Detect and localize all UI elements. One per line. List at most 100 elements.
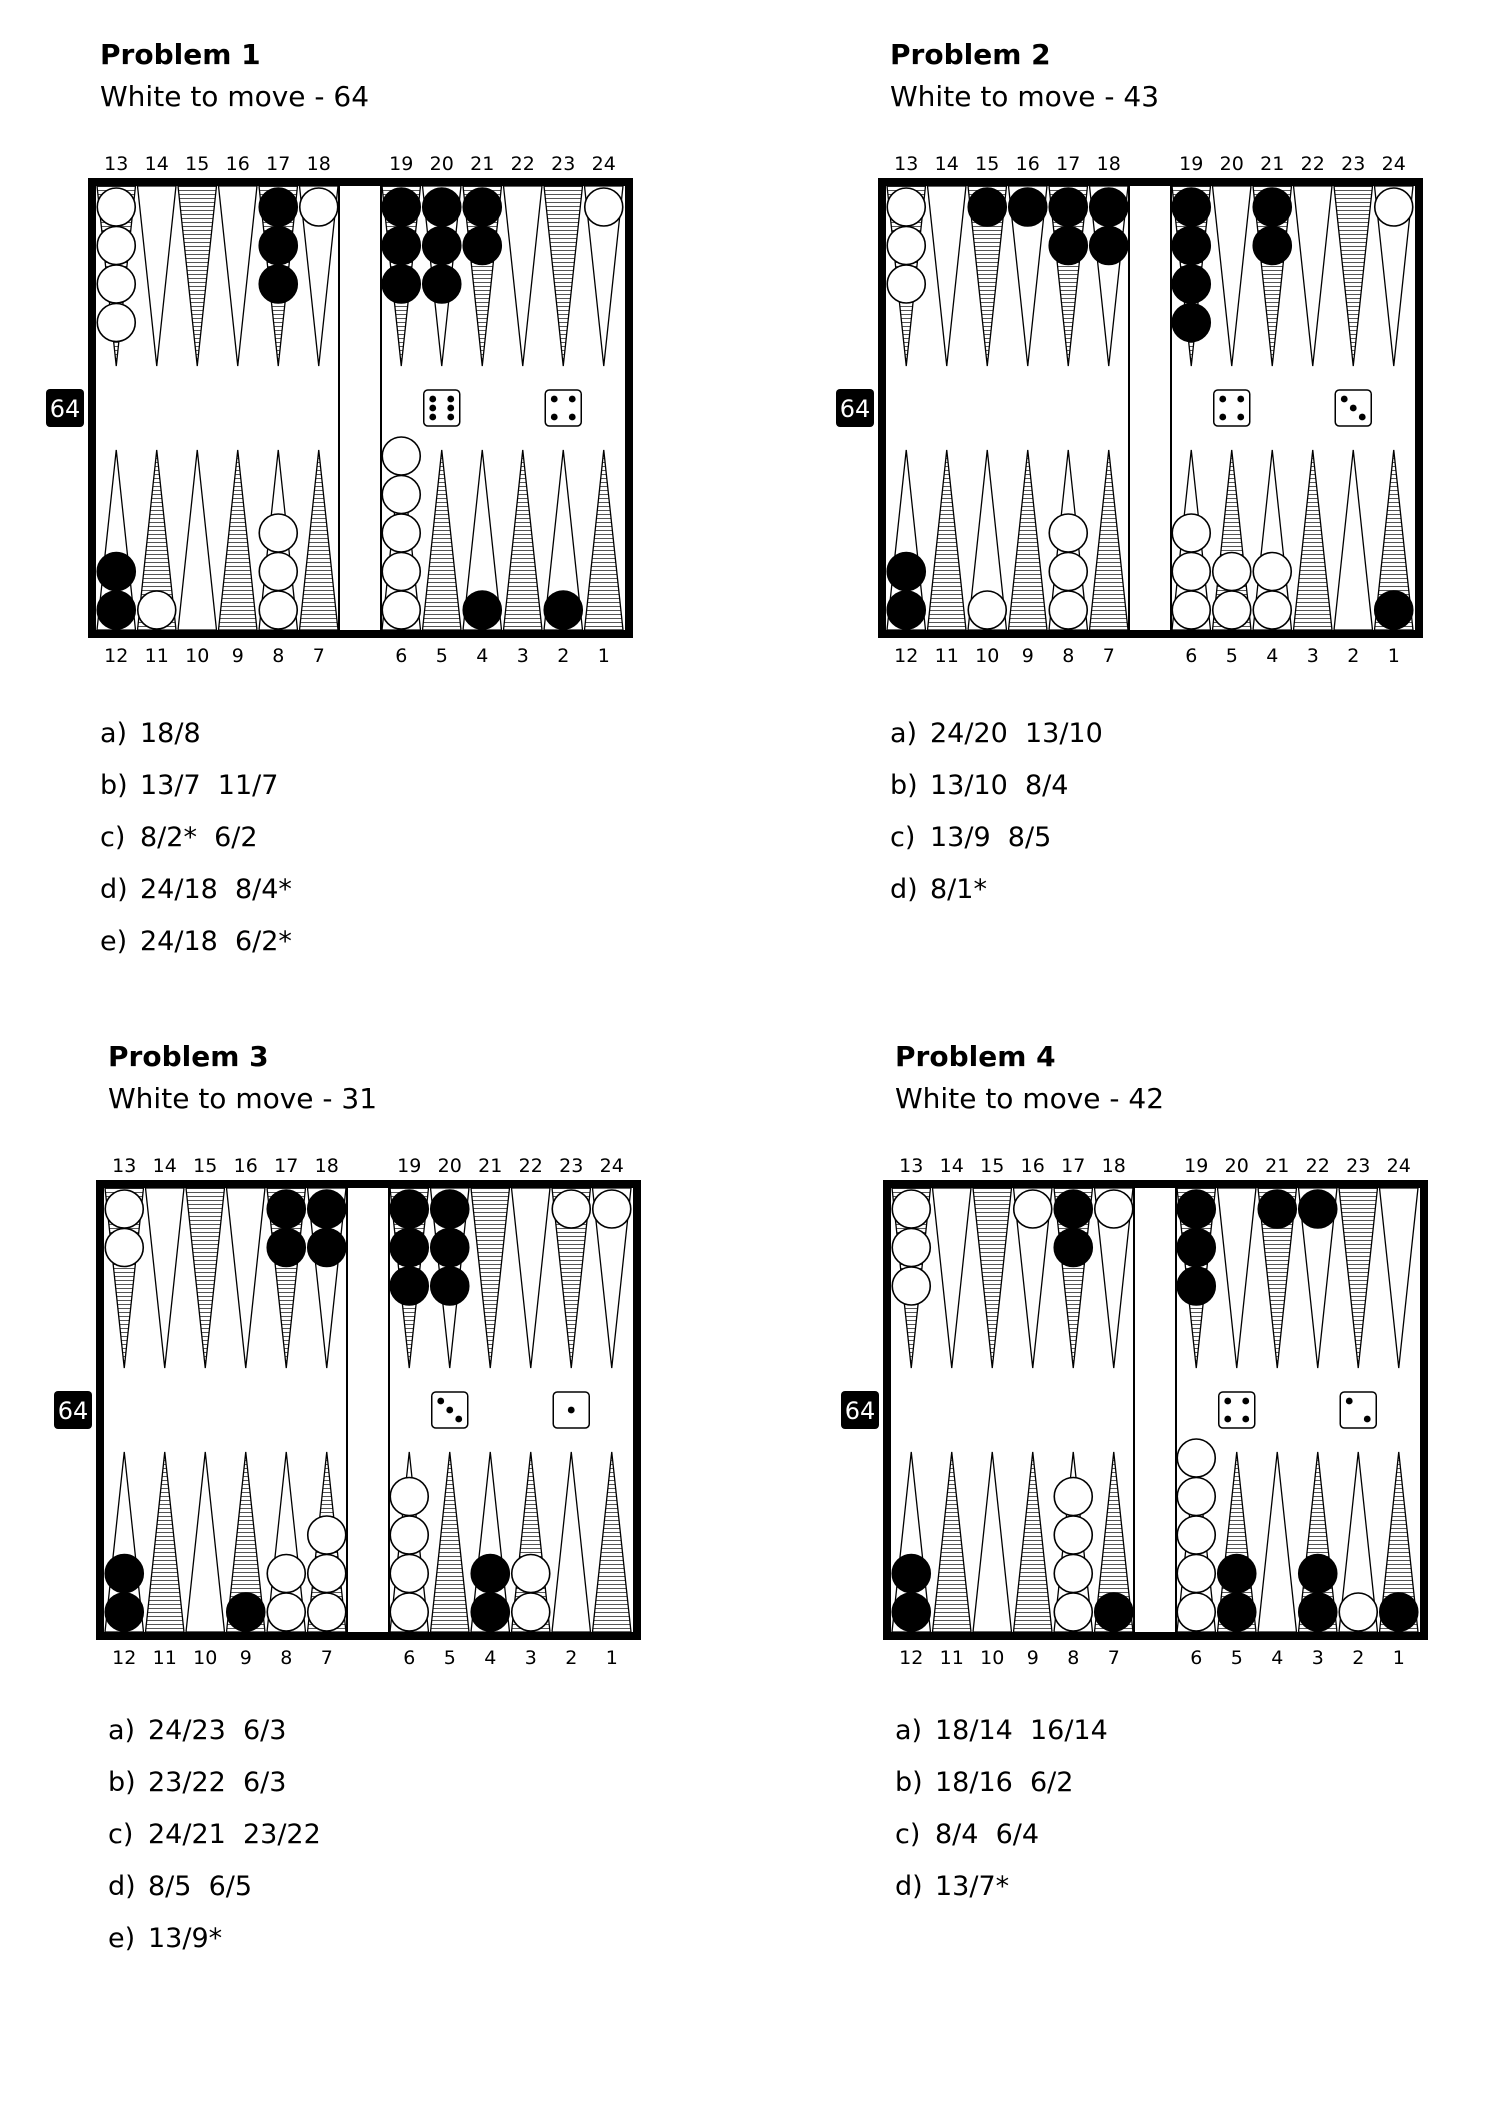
board-frame-bottom [88,630,633,638]
point-number-label: 8 [272,645,284,667]
option-letter: b) [890,770,918,801]
answer-option[interactable]: b) 13/10 8/4 [890,760,1103,812]
answer-option[interactable]: a)18/8 [100,708,292,760]
black-checker [1053,1189,1094,1229]
white-checker [258,513,299,553]
problem-subtitle: White to move - 64 [100,80,370,113]
cube-value: 64 [840,395,871,423]
die-pip [455,1415,463,1423]
white-checker [389,1476,430,1517]
black-checker [429,1266,470,1306]
black-checker [1171,225,1212,266]
white-checker [306,1592,347,1632]
black-checker [1088,225,1129,266]
cube-body [54,1391,92,1429]
white-checker [551,1189,592,1229]
answer-option[interactable]: d)8/5 6/5 [108,1861,321,1913]
answer-option[interactable]: d)8/1* [890,864,1103,916]
answer-option[interactable]: b)18/16 6/2 [895,1757,1108,1809]
black-checker [462,225,503,266]
answer-option[interactable]: d)24/18 8/4* [100,864,292,916]
black-checker [1093,1592,1134,1632]
answer-option[interactable]: b)13/7 11/7 [100,760,292,812]
die-4-icon [544,389,582,427]
black-checker [462,187,503,227]
white-checker [389,1592,430,1632]
die-pip [1219,413,1227,421]
answer-option[interactable]: b)23/22 6/3 [108,1757,321,1809]
point-number-label: 12 [899,1647,923,1669]
point-number-label: 23 [1341,153,1365,175]
answer-option[interactable]: c)8/4 6/4 [895,1809,1108,1861]
die-3-icon [431,1391,469,1429]
point-number-label: 7 [321,1647,333,1669]
option-move: 24/20 13/10 [930,718,1103,749]
board-frame-top [96,1180,641,1188]
black-checker [1297,1592,1338,1632]
point-number-label: 22 [511,153,535,175]
answer-option[interactable]: c)24/21 23/22 [108,1809,321,1861]
point-number-label: 16 [226,153,250,175]
problem-subtitle: White to move - 43 [890,80,1160,113]
white-checker [381,551,422,592]
point-number-label: 1 [1388,645,1400,667]
point-number-label: 4 [476,645,488,667]
option-move: 8/4 6/4 [935,1819,1040,1850]
cube-body [841,1391,879,1429]
answer-option[interactable]: e)13/9* [108,1913,321,1965]
black-checker [1171,302,1212,343]
point-number-label: 9 [232,645,244,667]
white-checker [1053,1515,1094,1555]
black-checker [1088,187,1129,227]
die-3-icon [1334,389,1372,427]
white-checker [1012,1189,1053,1229]
answer-option[interactable]: a)24/23 6/3 [108,1705,321,1757]
point-number-label: 8 [280,1647,292,1669]
answer-option[interactable]: c)8/2* 6/2 [100,812,292,864]
point-number-label: 2 [1347,645,1359,667]
white-checker [1338,1592,1379,1632]
white-checker [886,264,927,304]
white-checker [967,590,1008,630]
white-checker [266,1592,307,1632]
board-frame-top [883,1180,1428,1188]
option-move: 13/10 8/4 [930,770,1069,801]
black-checker [266,1189,307,1229]
point-number-label: 5 [1226,645,1238,667]
option-move: 18/16 6/2 [935,1767,1074,1798]
point-number-label: 24 [600,1155,624,1177]
option-move: 8/1* [930,874,987,905]
white-checker [1048,551,1089,592]
answer-option[interactable]: a)24/20 13/10 [890,708,1103,760]
option-letter: d) [895,1871,923,1902]
answer-option[interactable]: a)18/14 16/14 [895,1705,1108,1757]
option-letter: d) [108,1871,136,1902]
board-frame-left [883,1180,891,1640]
black-checker [1297,1189,1338,1229]
black-checker [1216,1592,1257,1632]
black-checker [381,225,422,266]
option-move: 24/21 23/22 [148,1819,321,1850]
point-number-label: 24 [592,153,616,175]
answer-option[interactable]: d)13/7* [895,1861,1108,1913]
point-number-label: 20 [438,1155,462,1177]
cube-value: 64 [50,395,81,423]
black-checker [1373,590,1414,630]
board-frame-right [633,1180,641,1640]
white-checker [389,1553,430,1594]
black-checker [306,1189,347,1229]
board-frame-right [625,178,633,638]
board-frame-right [1415,178,1423,638]
black-checker [258,187,299,227]
black-checker [470,1553,511,1594]
answer-option[interactable]: c)13/9 8/5 [890,812,1103,864]
point-number-label: 9 [240,1647,252,1669]
point-number-label: 16 [234,1155,258,1177]
black-checker [967,187,1008,227]
white-checker [1171,551,1212,592]
point-number-label: 17 [274,1155,298,1177]
answer-option[interactable]: e)24/18 6/2* [100,916,292,968]
point-number-label: 2 [557,645,569,667]
